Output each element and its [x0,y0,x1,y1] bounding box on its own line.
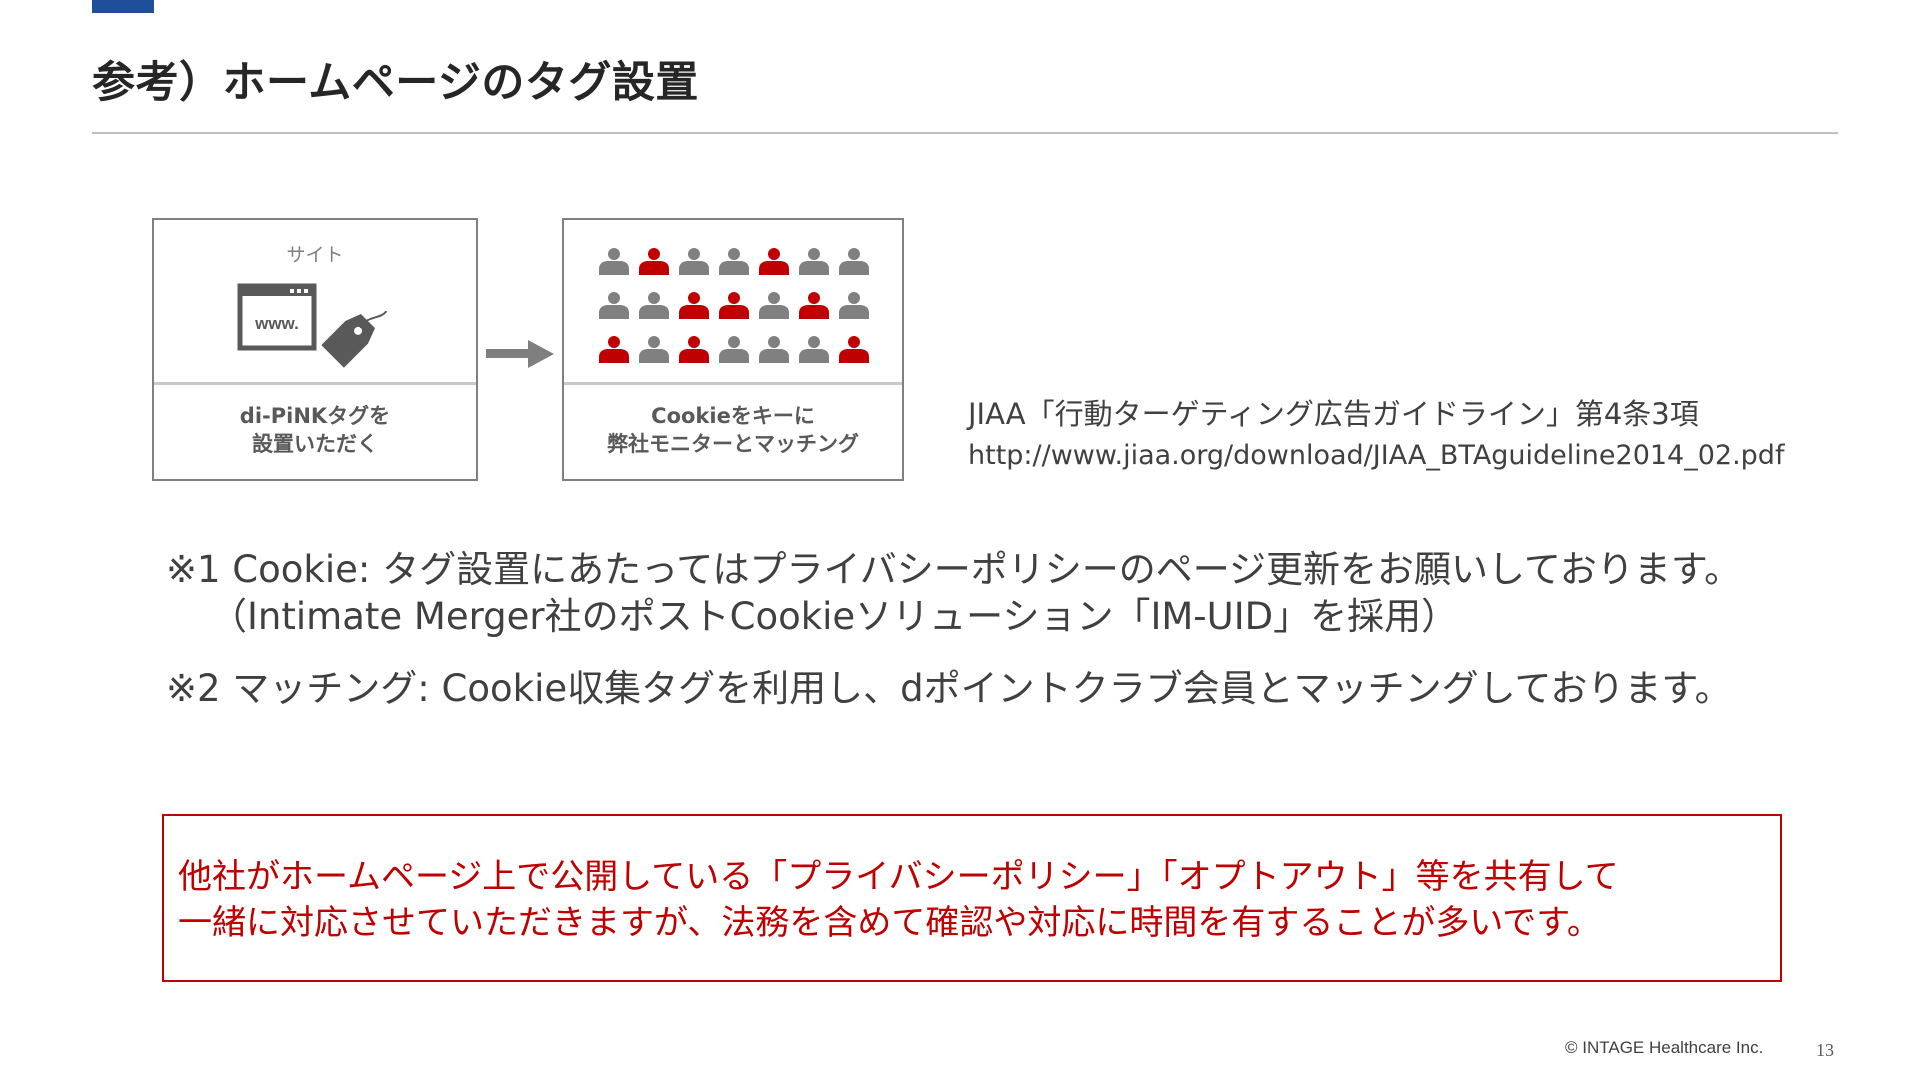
matched-person-icon [719,292,749,319]
matched-person-icon [679,292,709,319]
alert-text: 他社がホームページ上で公開している「プライバシーポリシー」「オプトアウト」等を共… [178,854,1619,946]
site-icons: www. [234,280,394,376]
accent-tab [92,0,154,13]
person-icon [799,248,829,275]
person-icon [759,292,789,319]
matched-person-icon [639,248,669,275]
note-cookie: ※1 Cookie: タグ設置にあたってはプライバシーポリシーのページ更新をお願… [166,548,1742,591]
note-cookie-detail: （Intimate Merger社のポストCookieソリューション「IM-UI… [210,595,1459,638]
alert-box: 他社がホームページ上で公開している「プライバシーポリシー」「オプトアウト」等を共… [162,814,1782,982]
browser-text: www. [254,314,299,333]
site-label: サイト [286,244,344,266]
people-caption-line2: 弊社モニターとマッチング [607,432,859,456]
panel-divider [564,382,902,385]
right-arrow-icon [486,340,554,368]
site-caption: di-PiNKタグを 設置いただく [154,402,476,458]
people-grid [599,248,869,363]
person-icon [839,292,869,319]
person-icon [639,292,669,319]
matched-person-icon [799,292,829,319]
person-icon [599,292,629,319]
tag-icon [321,310,388,368]
person-icon [639,336,669,363]
title-divider [92,132,1838,134]
people-caption-line1: Cookieをキーに [651,404,815,428]
matched-person-icon [839,336,869,363]
matched-person-icon [679,336,709,363]
page-title: 参考）ホームページのタグ設置 [92,58,699,108]
person-icon [839,248,869,275]
site-caption-line1: di-PiNKタグを [239,404,391,428]
person-icon [679,248,709,275]
alert-line2: 一緒に対応させていただきますが、法務を含めて確認や対応に時間を有することが多いで… [178,903,1601,943]
jiaa-url: http://www.jiaa.org/download/JIAA_BTAgui… [968,440,1785,471]
browser-window-icon: www. [237,283,388,368]
person-icon [719,248,749,275]
panel-divider [154,382,476,385]
people-panel: Cookieをキーに 弊社モニターとマッチング [562,218,904,481]
site-caption-line2: 設置いただく [252,432,378,456]
copyright: © INTAGE Healthcare Inc. [1565,1038,1764,1057]
matched-person-icon [759,248,789,275]
person-icon [599,248,629,275]
alert-line1: 他社がホームページ上で公開している「プライバシーポリシー」「オプトアウト」等を共… [178,857,1619,897]
jiaa-reference: JIAA「行動ターゲティング広告ガイドライン」第4条3項 [968,397,1699,431]
person-icon [799,336,829,363]
people-caption: Cookieをキーに 弊社モニターとマッチング [564,402,902,458]
note-matching: ※2 マッチング: Cookie収集タグを利用し、dポイントクラブ会員とマッチン… [166,667,1732,710]
matched-person-icon [599,336,629,363]
site-panel: サイト www. di-PiNKタグを 設置いただく [152,218,478,481]
person-icon [759,336,789,363]
page-number: 13 [1816,1040,1834,1060]
person-icon [719,336,749,363]
